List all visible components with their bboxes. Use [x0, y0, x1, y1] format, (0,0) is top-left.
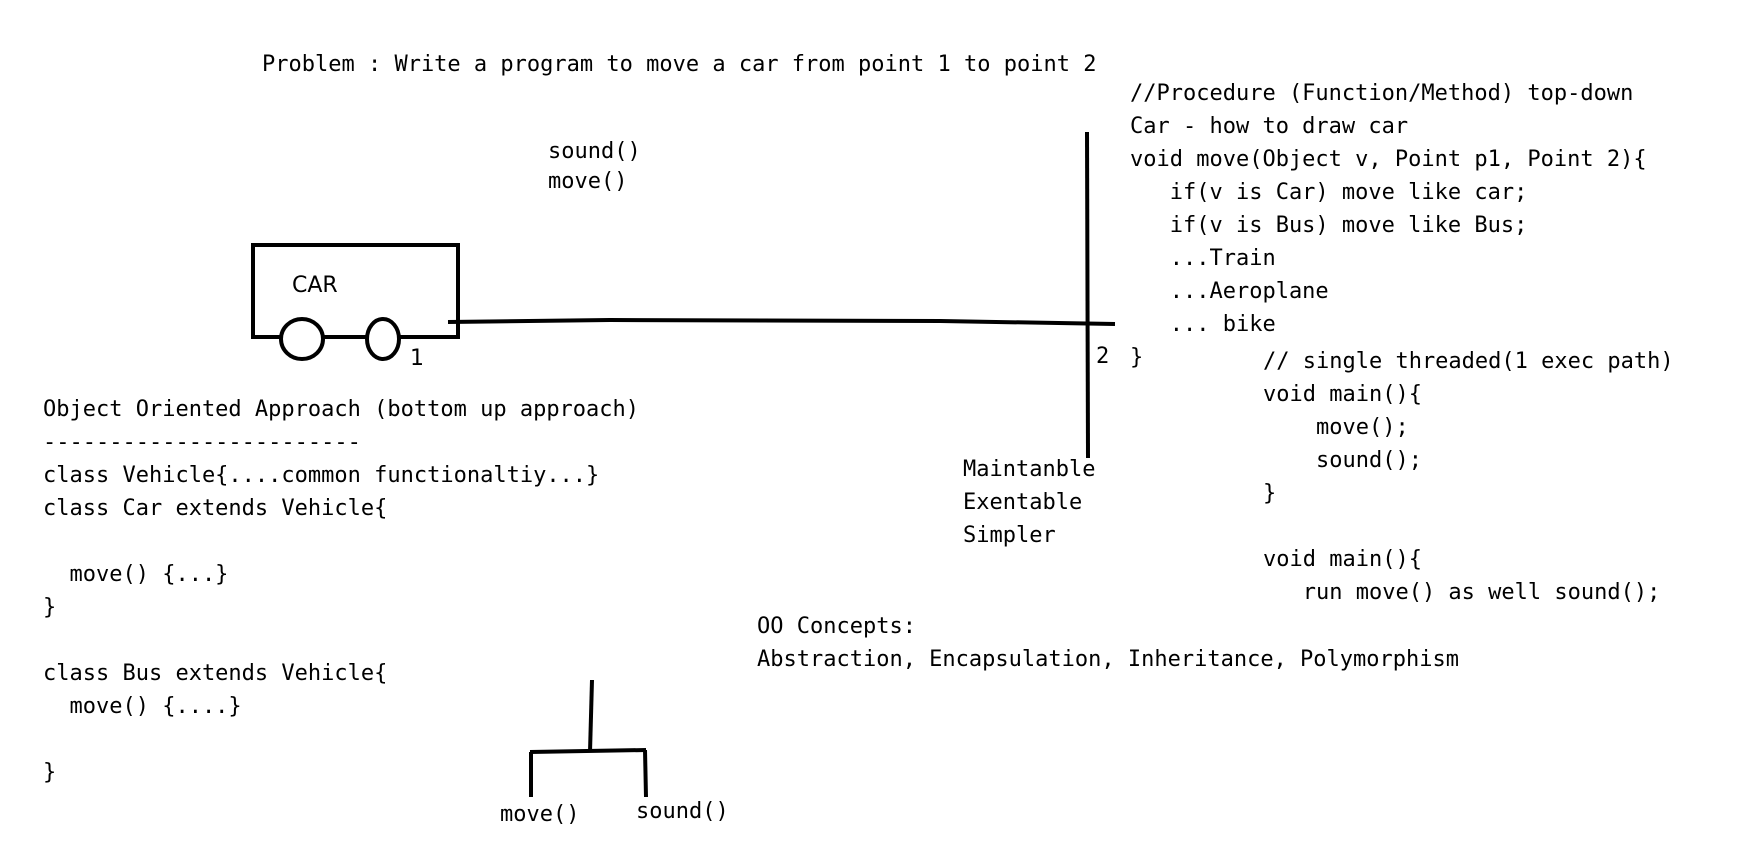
code-line — [1263, 510, 1674, 543]
code-line: // single threaded(1 exec path) — [1263, 349, 1674, 374]
code-line: class Vehicle{....common functionaltiy..… — [43, 463, 600, 488]
method-move: move() — [548, 169, 628, 194]
code-line: move(); — [1263, 415, 1409, 440]
code-line: ...Train — [1130, 246, 1276, 271]
point2-label: 2 — [1096, 344, 1110, 369]
code-line: } — [43, 760, 57, 785]
code-line: } — [43, 595, 57, 620]
code-line: class Car extends Vehicle{ — [43, 496, 388, 521]
code-line: move() {...} — [43, 562, 229, 587]
code-line: } — [1263, 481, 1277, 506]
oo-concepts-list: Abstraction, Encapsulation, Inheritance,… — [757, 647, 1459, 672]
car-box — [251, 243, 460, 339]
code-line: ... bike — [1130, 312, 1276, 337]
threading-code: // single threaded(1 exec path) void mai… — [1263, 345, 1674, 609]
path-line — [447, 317, 1116, 326]
code-line: class Bus extends Vehicle{ — [43, 661, 388, 686]
quality-item: Exentable — [963, 490, 1083, 515]
code-line: if(v is Car) move like car; — [1130, 180, 1528, 205]
car-wheel-rear — [365, 317, 401, 361]
car-methods: sound() move() — [548, 137, 641, 197]
code-line: void main(){ — [1263, 547, 1422, 572]
procedural-code: //Procedure (Function/Method) top-down C… — [1130, 77, 1647, 374]
point1-label: 1 — [410, 346, 424, 371]
tree-right-leg — [643, 749, 648, 798]
code-line: ------------------------ — [43, 430, 361, 455]
code-line: Object Oriented Approach (bottom up appr… — [43, 397, 640, 422]
code-line — [43, 624, 639, 657]
tree-trunk — [588, 679, 594, 753]
oo-approach-code: Object Oriented Approach (bottom up appr… — [43, 393, 639, 789]
point2-line — [1085, 131, 1090, 459]
code-line: run move() as well sound(); — [1263, 580, 1661, 605]
problem-statement: Problem : Write a program to move a car … — [262, 52, 1097, 77]
code-line: Car - how to draw car — [1130, 114, 1409, 139]
code-line: if(v is Bus) move like Bus; — [1130, 213, 1528, 238]
code-line: } — [1130, 345, 1144, 370]
oo-concepts-title: OO Concepts: — [757, 614, 916, 639]
code-line: void move(Object v, Point p1, Point 2){ — [1130, 147, 1647, 172]
car-label: CAR — [292, 273, 338, 298]
tree-leaf-move: move() — [500, 802, 580, 827]
code-line: void main(){ — [1263, 382, 1422, 407]
tree-leaf-sound: sound() — [636, 799, 729, 824]
method-sound: sound() — [548, 139, 641, 164]
tree-branch — [529, 748, 647, 754]
code-line: move() {....} — [43, 694, 242, 719]
code-line — [43, 723, 639, 756]
code-line: ...Aeroplane — [1130, 279, 1329, 304]
code-line: sound(); — [1263, 448, 1422, 473]
car-wheel-front — [279, 317, 325, 361]
code-line — [43, 525, 639, 558]
code-line: //Procedure (Function/Method) top-down — [1130, 81, 1634, 106]
qualities-list: Maintanble Exentable Simpler — [963, 453, 1095, 552]
quality-item: Simpler — [963, 523, 1056, 548]
quality-item: Maintanble — [963, 457, 1096, 482]
